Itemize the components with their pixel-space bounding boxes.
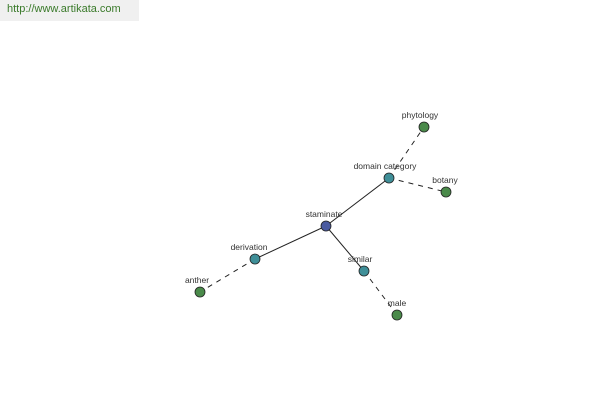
edge-similar-to-male	[363, 270, 398, 316]
node-anther[interactable]	[194, 286, 206, 298]
edge-staminate-to-domain-category	[325, 177, 390, 227]
node-label-botany[interactable]: botany	[432, 175, 458, 185]
edges-layer	[199, 126, 447, 316]
nodes-layer	[194, 121, 452, 321]
node-derivation[interactable]	[249, 253, 261, 265]
source-url-text[interactable]: http://www.artikata.com	[7, 3, 121, 15]
labels-layer: staminate domain category derivation simila…	[185, 110, 459, 308]
node-label-derivation[interactable]: derivation	[231, 242, 268, 252]
node-label-phytology[interactable]: phytology	[402, 110, 439, 120]
node-botany[interactable]	[440, 186, 452, 198]
node-label-similar[interactable]: similar	[348, 254, 373, 264]
node-staminate[interactable]	[320, 220, 332, 232]
edge-staminate-to-similar	[325, 225, 365, 272]
node-label-male[interactable]: male	[388, 298, 407, 308]
edge-domain-category-to-phytology	[388, 126, 425, 179]
node-similar[interactable]	[358, 265, 370, 277]
node-male[interactable]	[391, 309, 403, 321]
node-phytology[interactable]	[418, 121, 430, 133]
node-domain-category[interactable]	[383, 172, 395, 184]
edge-derivation-to-anther	[199, 258, 256, 293]
node-label-domain-category[interactable]: domain category	[354, 161, 418, 171]
edge-staminate-to-derivation	[254, 225, 327, 260]
node-label-staminate[interactable]: staminate	[306, 209, 343, 219]
source-url-banner[interactable]: http://www.artikata.com	[0, 0, 139, 21]
node-label-anther[interactable]: anther	[185, 275, 209, 285]
